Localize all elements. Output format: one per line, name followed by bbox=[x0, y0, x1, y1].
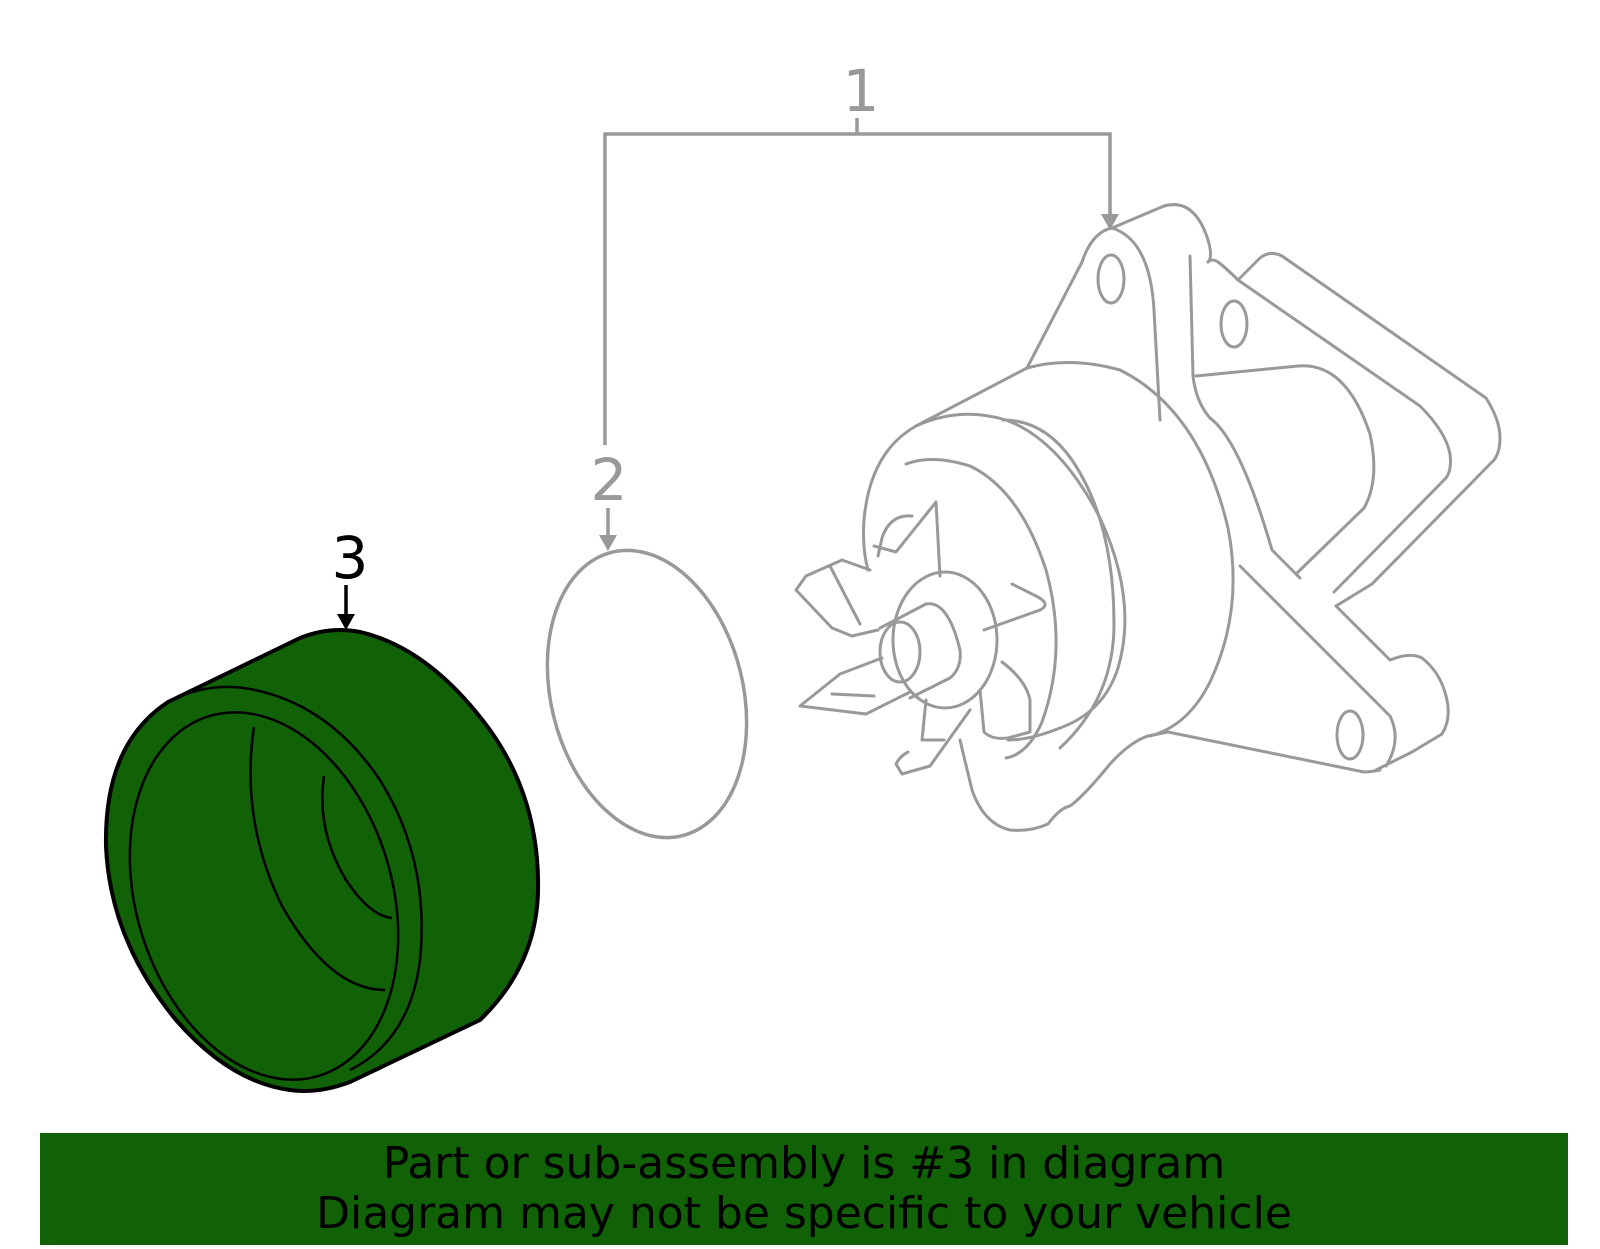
pulley-rim-outer bbox=[167, 685, 423, 1072]
gasket-ring bbox=[545, 548, 749, 840]
callout-2-label: 2 bbox=[591, 446, 628, 514]
banner-background bbox=[40, 1133, 1568, 1245]
pulley-inner-groove bbox=[249, 726, 386, 992]
callout-3-label: 3 bbox=[332, 524, 369, 592]
pulley-body bbox=[103, 628, 541, 1093]
callout-3-arrow bbox=[337, 585, 355, 630]
disclaimer-banner: Part or sub-assembly is #3 in diagram Di… bbox=[40, 1133, 1568, 1245]
water-pump bbox=[794, 203, 1502, 832]
callout-1-bracket bbox=[603, 118, 1112, 445]
callout-2-arrow bbox=[599, 508, 617, 551]
pulley-rim-inner bbox=[128, 711, 400, 1081]
banner-line-2: Diagram may not be specific to your vehi… bbox=[316, 1188, 1292, 1239]
pulley-inner-bore bbox=[321, 775, 393, 920]
pulley bbox=[103, 628, 541, 1093]
callout-1-arrowhead bbox=[1101, 214, 1119, 230]
callout-1-label: 1 bbox=[843, 57, 880, 125]
banner-line-1: Part or sub-assembly is #3 in diagram bbox=[382, 1138, 1226, 1189]
